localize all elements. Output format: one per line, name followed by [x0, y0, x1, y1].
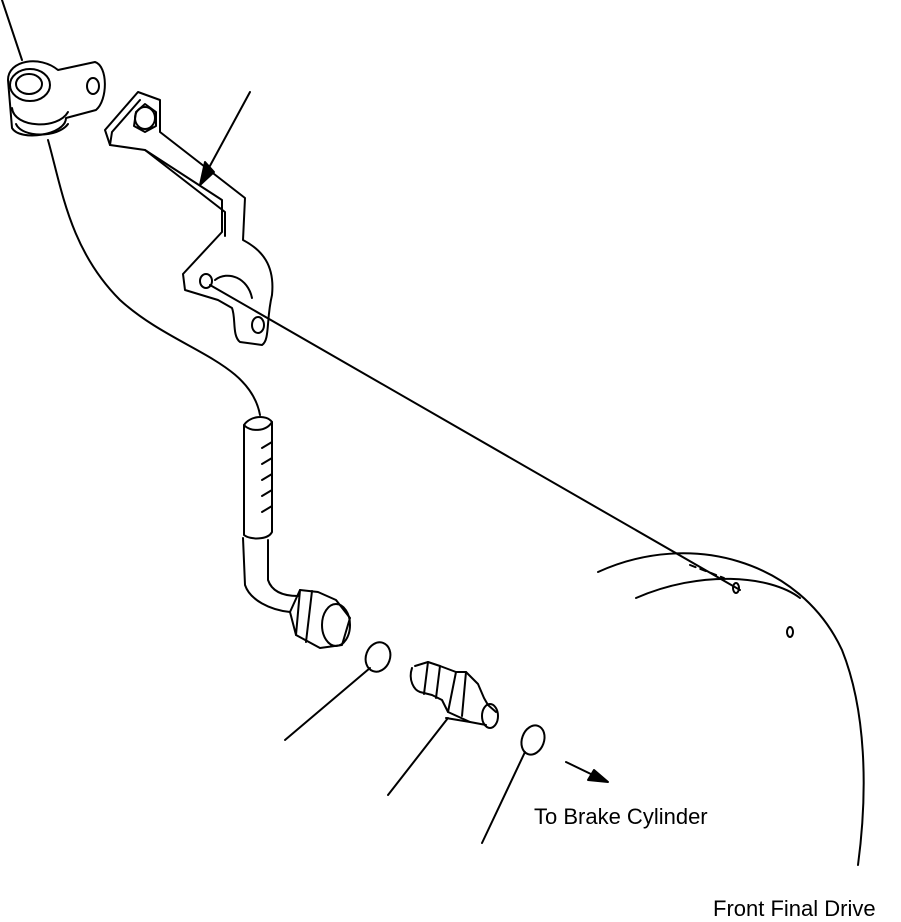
hose-bend — [243, 538, 298, 612]
direction-arrow-line — [566, 762, 595, 776]
o-ring-lower — [518, 722, 549, 758]
front-final-drive-label: Front Final Drive — [713, 896, 876, 921]
callout-arrow-line — [205, 92, 250, 175]
callout-arrowhead — [200, 162, 214, 185]
brake-hose-line — [48, 140, 260, 415]
union-fitting — [411, 662, 498, 728]
direction-arrowhead — [588, 770, 608, 782]
housing-hole-lower — [787, 627, 793, 637]
hose-bracket — [105, 92, 272, 345]
bracket-hole-left — [200, 274, 212, 288]
o-ring-lower-leader — [482, 752, 525, 843]
o-ring-upper — [362, 639, 395, 675]
to-brake-cylinder-label: To Brake Cylinder — [534, 804, 708, 829]
hose-sleeve — [244, 417, 272, 538]
housing-hole-upper — [733, 583, 739, 593]
clamp-bolt-hole — [87, 78, 99, 94]
union-fitting-leader — [388, 718, 448, 795]
front-final-drive-housing — [598, 553, 864, 865]
hose-clamp — [8, 61, 105, 135]
upper-hose-line — [2, 0, 22, 60]
o-ring-upper-leader — [285, 668, 370, 740]
alignment-line — [210, 285, 740, 590]
hose-end-nut — [290, 590, 350, 648]
bracket-hole-right — [252, 317, 264, 333]
